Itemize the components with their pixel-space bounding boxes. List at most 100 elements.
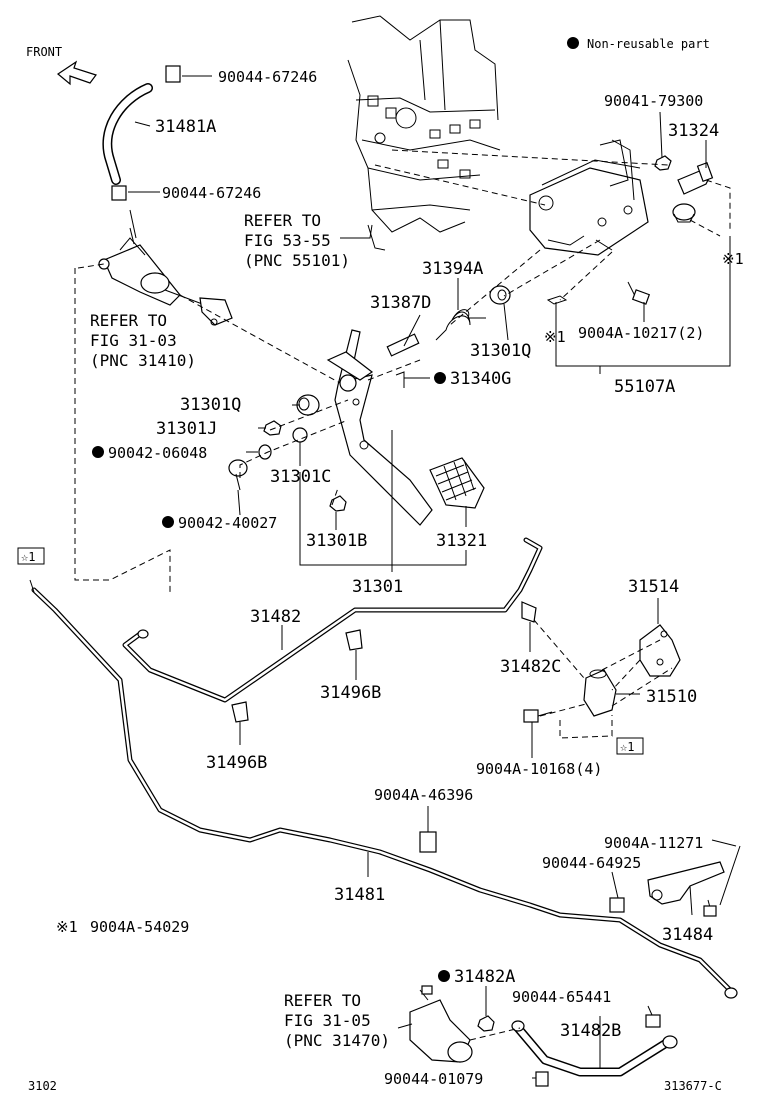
- dashed-lines: [74, 149, 731, 1041]
- mark-star1-left: ☆1: [21, 550, 35, 564]
- callout-31324: 31324: [668, 121, 719, 141]
- non-reusable-bullet-icon: [92, 446, 104, 458]
- leader-fig31-05: [397, 1023, 413, 1029]
- release-cylinder: [409, 985, 473, 1063]
- callout-31482: 31482: [250, 607, 301, 627]
- ref-fig31-05-line1: REFER TO: [284, 991, 361, 1010]
- callout-90042-40027: 90042-40027: [178, 514, 277, 532]
- bushing-31301Q-lower: [296, 394, 320, 416]
- pedal-bracket: [529, 139, 649, 256]
- note-part: 9004A-54029: [90, 918, 189, 936]
- ref-fig53-line2: FIG 53-55: [244, 231, 331, 250]
- callout-31301B: 31301B: [306, 531, 367, 551]
- non-reusable-bullet-icon: [438, 970, 450, 982]
- nut-31482A: [477, 1015, 495, 1032]
- callout-9004A-11271: 9004A-11271: [604, 834, 703, 852]
- callout-31301C: 31301C: [270, 467, 331, 487]
- pedal-pad-31321: [429, 457, 485, 509]
- clip-31340G: [395, 371, 405, 388]
- master-cylinder: [98, 227, 233, 326]
- callout-31496B-lower: 31496B: [206, 753, 267, 773]
- bushing-31301Q-upper: [489, 285, 511, 305]
- callout-31510: 31510: [646, 687, 697, 707]
- ref-fig31-03-line1: REFER TO: [90, 311, 167, 330]
- non-reusable-bullet-icon: [162, 516, 174, 528]
- clip-90044-65441: [645, 1014, 661, 1028]
- callout-31496B-upper: 31496B: [320, 683, 381, 703]
- clamp-31496B-lower: [231, 701, 249, 723]
- clamp-31496B-upper: [345, 629, 363, 651]
- master-inlet: [129, 209, 137, 239]
- firewall-panel: [347, 15, 501, 251]
- front-label: FRONT: [26, 45, 62, 59]
- ref-fig53-line1: REFER TO: [244, 211, 321, 230]
- washer-90042-06048: [258, 444, 272, 460]
- callout-31387D: 31387D: [370, 293, 431, 313]
- note-mark: ※1: [56, 918, 78, 936]
- callout-31301: 31301: [352, 577, 403, 597]
- callout-90044-64925: 90044-64925: [542, 854, 641, 872]
- ref-fig53-line3: (PNC 55101): [244, 251, 350, 270]
- non-reusable-bullet-icon: [567, 37, 579, 49]
- callout-31481A: 31481A: [155, 117, 216, 137]
- callout-90041-79300: 90041-79300: [604, 92, 703, 110]
- callout-31482C: 31482C: [500, 657, 561, 677]
- callout-31301J: 31301J: [156, 419, 217, 439]
- spring-31394A: [435, 309, 486, 341]
- bracket-31514: [639, 624, 681, 677]
- callout-31301Q-upper: 31301Q: [470, 341, 531, 361]
- ref-fig31-05-line3: (PNC 31470): [284, 1031, 390, 1050]
- non-reusable-bullet-icon: [434, 372, 446, 384]
- callout-31514: 31514: [628, 577, 679, 597]
- bracket-31484: [647, 861, 725, 917]
- callout-31301Q-lower: 31301Q: [180, 395, 241, 415]
- callout-31340G: 31340G: [450, 369, 511, 389]
- ref-fig31-05-line2: FIG 31-05: [284, 1011, 371, 1030]
- footer-left-code: 3102: [28, 1079, 57, 1093]
- callout-9004A-10217: 9004A-10217(2): [578, 324, 704, 342]
- callout-31482B: 31482B: [560, 1021, 621, 1041]
- nut-31301J: [263, 420, 282, 436]
- callout-90044-01079: 90044-01079: [384, 1070, 483, 1088]
- callout-55107A: 55107A: [614, 377, 675, 397]
- pin-31387D: [386, 333, 420, 357]
- star-box-left: [17, 547, 45, 565]
- stopper-cap: [672, 203, 696, 223]
- bolt-9004A-10168: [523, 709, 553, 723]
- clip-9004A-46396: [419, 831, 437, 853]
- clip-90044-67246-upper: [165, 65, 181, 83]
- legend-text: Non-reusable part: [587, 37, 710, 51]
- callout-9004A-10168: 9004A-10168(4): [476, 760, 602, 778]
- clutch-pedal: [326, 329, 433, 526]
- hose-31481A: [102, 83, 153, 185]
- damper-31510: [583, 669, 617, 717]
- nut-90041-79300: [654, 155, 672, 171]
- clip-90044-64925: [609, 897, 625, 913]
- callout-31482A: 31482A: [454, 967, 515, 987]
- front-arrow-icon: [56, 60, 97, 86]
- hose-31482B: [511, 1020, 678, 1077]
- pipe-31481: [29, 579, 738, 999]
- callout-31481: 31481: [334, 885, 385, 905]
- callout-31484: 31484: [662, 925, 713, 945]
- mark-ref1-left: ※1: [544, 328, 566, 346]
- clip-90044-67246-lower: [111, 185, 127, 201]
- callout-90044-65441: 90044-65441: [512, 988, 611, 1006]
- bolt-31324: [677, 162, 714, 195]
- bolt-9004A-10217: [627, 281, 651, 305]
- ref-fig31-03-line2: FIG 31-03: [90, 331, 177, 350]
- pipe-31482: [122, 537, 543, 703]
- callout-90042-06048: 90042-06048: [108, 444, 207, 462]
- callout-90044-67246-upper: 90044-67246: [218, 68, 317, 86]
- bushing-31301C: [292, 427, 308, 443]
- callout-9004A-46396: 9004A-46396: [374, 786, 473, 804]
- callout-31321: 31321: [436, 531, 487, 551]
- callout-31394A: 31394A: [422, 259, 483, 279]
- bleeder-90044-01079: [535, 1071, 549, 1087]
- leader-lines: [128, 75, 741, 1079]
- mark-star1-right: ☆1: [620, 740, 634, 754]
- clip-near-55107A: [546, 295, 568, 305]
- pin-90042-40027: [228, 459, 248, 491]
